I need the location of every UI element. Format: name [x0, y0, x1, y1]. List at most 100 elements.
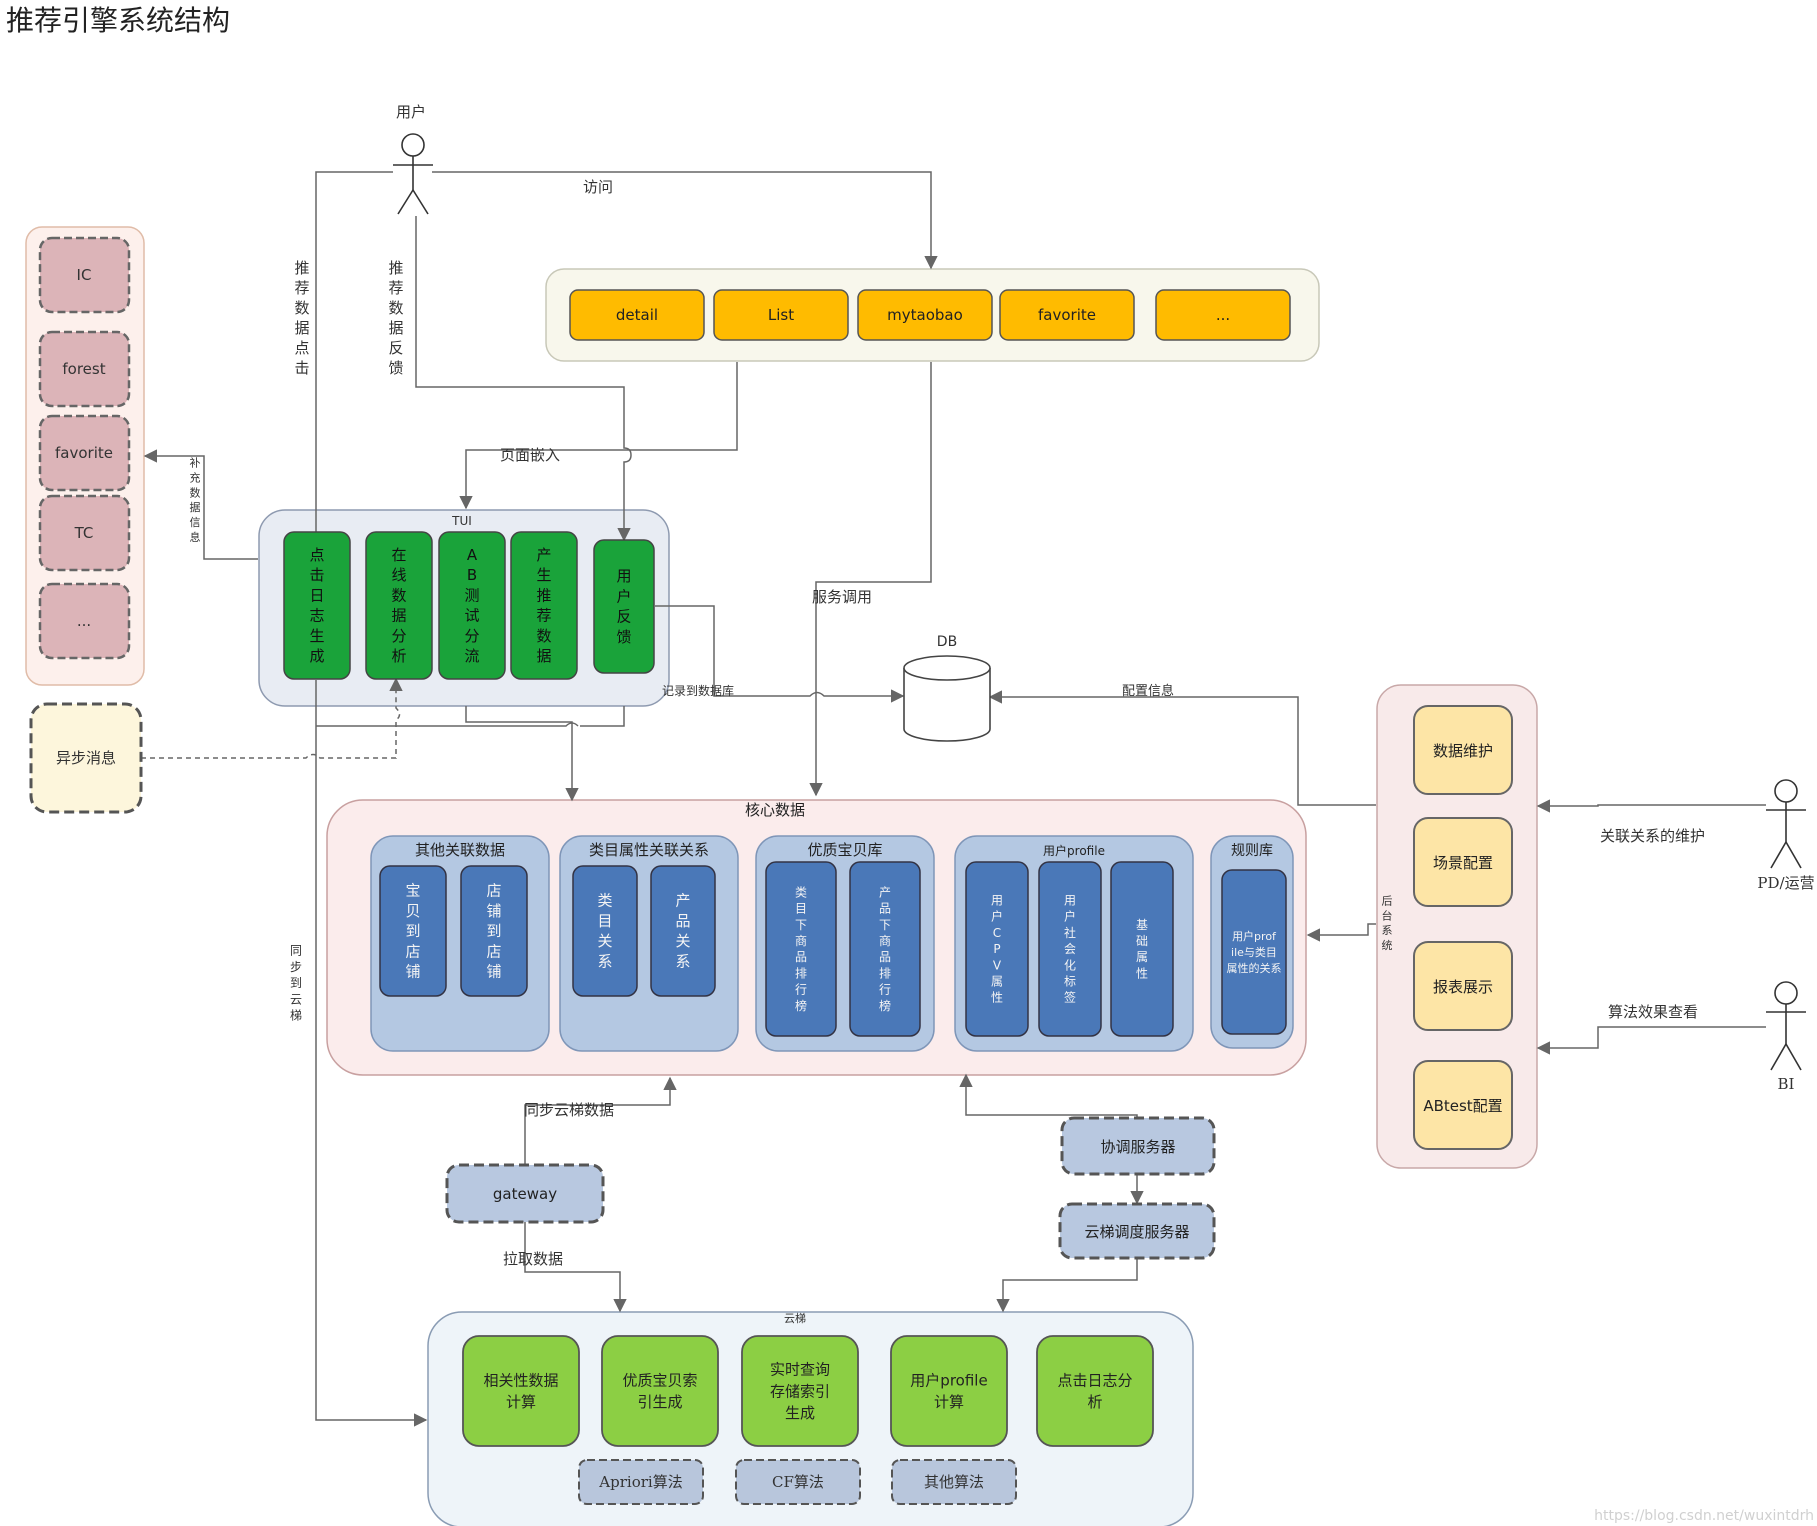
source-item-1[interactable] — [38, 330, 131, 408]
core-item-1-0[interactable] — [572, 865, 638, 997]
edge-label-page-embed: 页面嵌入 — [500, 446, 560, 464]
source-item-3[interactable] — [38, 494, 131, 572]
pd-actor — [1766, 779, 1806, 869]
edge-label-algo-view: 算法效果查看 — [1608, 1003, 1698, 1021]
core-item-2-0[interactable] — [765, 861, 837, 1037]
source-item-4[interactable] — [38, 582, 131, 660]
tui-module-1[interactable] — [365, 531, 433, 680]
core-item-label: 类目关系 — [597, 892, 612, 971]
backend-item-label: ABtest配置 — [1423, 1097, 1502, 1115]
backend-item-1[interactable] — [1413, 817, 1513, 907]
tui-module-0[interactable] — [283, 531, 351, 680]
edge-label-supplement: 补充数据信息 — [190, 457, 201, 544]
diagram-title: 推荐引擎系统结构 — [6, 4, 230, 37]
edge-label-rec-click: 推荐数据点击 — [294, 259, 309, 377]
backend-item-2[interactable] — [1413, 941, 1513, 1031]
core-group-title: 其他关联数据 — [415, 841, 505, 859]
cloud-algo-0[interactable] — [578, 1459, 704, 1505]
async-message-box[interactable] — [29, 702, 143, 814]
tui-module-label: 点击日志生成 — [309, 546, 324, 665]
core-groups: 其他关联数据宝贝到店铺店铺到店铺类目属性关联关系类目关系产品关系优质宝贝库类目下… — [370, 835, 1294, 1052]
user-actor — [393, 133, 433, 215]
backend-item-label: 场景配置 — [1433, 854, 1493, 872]
top-item-2[interactable] — [857, 289, 993, 341]
source-item-label: TC — [74, 524, 94, 542]
top-item-3[interactable] — [999, 289, 1135, 341]
tui-module-3[interactable] — [510, 531, 578, 680]
core-item-3-0[interactable] — [965, 861, 1029, 1037]
core-item-4-0[interactable] — [1221, 869, 1287, 1035]
cloud-item-0[interactable] — [462, 1335, 580, 1447]
cloud-item-label: 点击日志分析 — [1057, 1371, 1132, 1411]
cloud-item-label: 相关性数据计算 — [483, 1371, 558, 1411]
tui-module-2[interactable] — [438, 531, 506, 680]
cloud-algo-label: Apriori算法 — [598, 1473, 682, 1491]
tui-module-4[interactable] — [593, 539, 655, 674]
source-item-2[interactable] — [38, 414, 131, 492]
tui-module-label: 用户反馈 — [616, 567, 631, 646]
edge-label-relation-maint: 关联关系的维护 — [1600, 827, 1705, 845]
db-cylinder[interactable] — [903, 655, 991, 742]
source-item-label: ... — [77, 612, 91, 630]
gateway-label: gateway — [493, 1185, 557, 1203]
cloud-algo-label: CF算法 — [772, 1473, 824, 1491]
core-item-0-1[interactable] — [460, 865, 528, 997]
bi-actor — [1766, 981, 1806, 1071]
cloud-algo-1[interactable] — [735, 1459, 861, 1505]
top-item-0[interactable] — [569, 289, 705, 341]
top-item-label: ... — [1216, 306, 1230, 324]
top-item-label: favorite — [1038, 306, 1096, 324]
core-group-title: 类目属性关联关系 — [589, 841, 709, 859]
edge-label-pull-data: 拉取数据 — [503, 1250, 563, 1268]
tui-module-label: 在线数据分析 — [391, 546, 406, 665]
cloud-item-2[interactable] — [741, 1335, 859, 1447]
core-item-3-2[interactable] — [1110, 861, 1174, 1037]
edge-label-record-db: 记录到数据库 — [662, 683, 734, 698]
core-item-label: 基础属性 — [1136, 918, 1148, 981]
backend-item-label: 数据维护 — [1433, 742, 1493, 760]
backend-item-0[interactable] — [1413, 705, 1513, 795]
core-item-label: 店铺到店铺 — [486, 882, 501, 981]
core-item-label: 类目下商品排行榜 — [795, 885, 807, 1012]
tui-title: TUI — [451, 514, 472, 528]
source-item-0[interactable] — [38, 236, 131, 314]
coord-server-box[interactable] — [1060, 1116, 1216, 1176]
cloud-item-label: 优质宝贝索引生成 — [622, 1371, 697, 1411]
gateway-box[interactable] — [445, 1163, 605, 1224]
core-item-label: 产品关系 — [675, 892, 690, 971]
top-item-label: mytaobao — [887, 306, 963, 324]
core-item-1-1[interactable] — [650, 865, 716, 997]
top-item-4[interactable] — [1155, 289, 1291, 341]
source-item-label: forest — [62, 360, 105, 378]
user-label: 用户 — [396, 103, 426, 121]
cloud-item-1[interactable] — [601, 1335, 719, 1447]
sched-server-label: 云梯调度服务器 — [1084, 1223, 1189, 1241]
edge-label-visit: 访问 — [583, 178, 613, 196]
cloud-algo-2[interactable] — [891, 1459, 1017, 1505]
backend-container — [1376, 684, 1538, 1169]
watermark: https://blog.csdn.net/wuxintdrh — [1594, 1508, 1814, 1524]
source-item-label: IC — [77, 266, 92, 284]
top-item-1[interactable] — [713, 289, 849, 341]
sched-server-box[interactable] — [1058, 1202, 1216, 1260]
tui-module-label: 产生推荐数据 — [536, 546, 551, 665]
cloud-item-4[interactable] — [1036, 1335, 1154, 1447]
backend-item-3[interactable] — [1413, 1060, 1513, 1150]
core-item-3-1[interactable] — [1038, 861, 1102, 1037]
core-item-label: 产品下商品排行榜 — [879, 885, 891, 1012]
cloud-item-3[interactable] — [890, 1335, 1008, 1447]
edge-labels: 访问 页面嵌入 服务调用 记录到数据库 配置信息 同步云梯数据 拉取数据 关联关… — [500, 178, 1705, 1268]
edge-label-rec-feedback: 推荐数据反馈 — [388, 259, 403, 377]
db-label: DB — [937, 634, 957, 650]
source-item-label: favorite — [55, 444, 113, 462]
cloud-item-label: 实时查询存储索引生成 — [770, 1361, 830, 1423]
core-item-2-1[interactable] — [849, 861, 921, 1037]
core-item-0-0[interactable] — [379, 865, 447, 997]
